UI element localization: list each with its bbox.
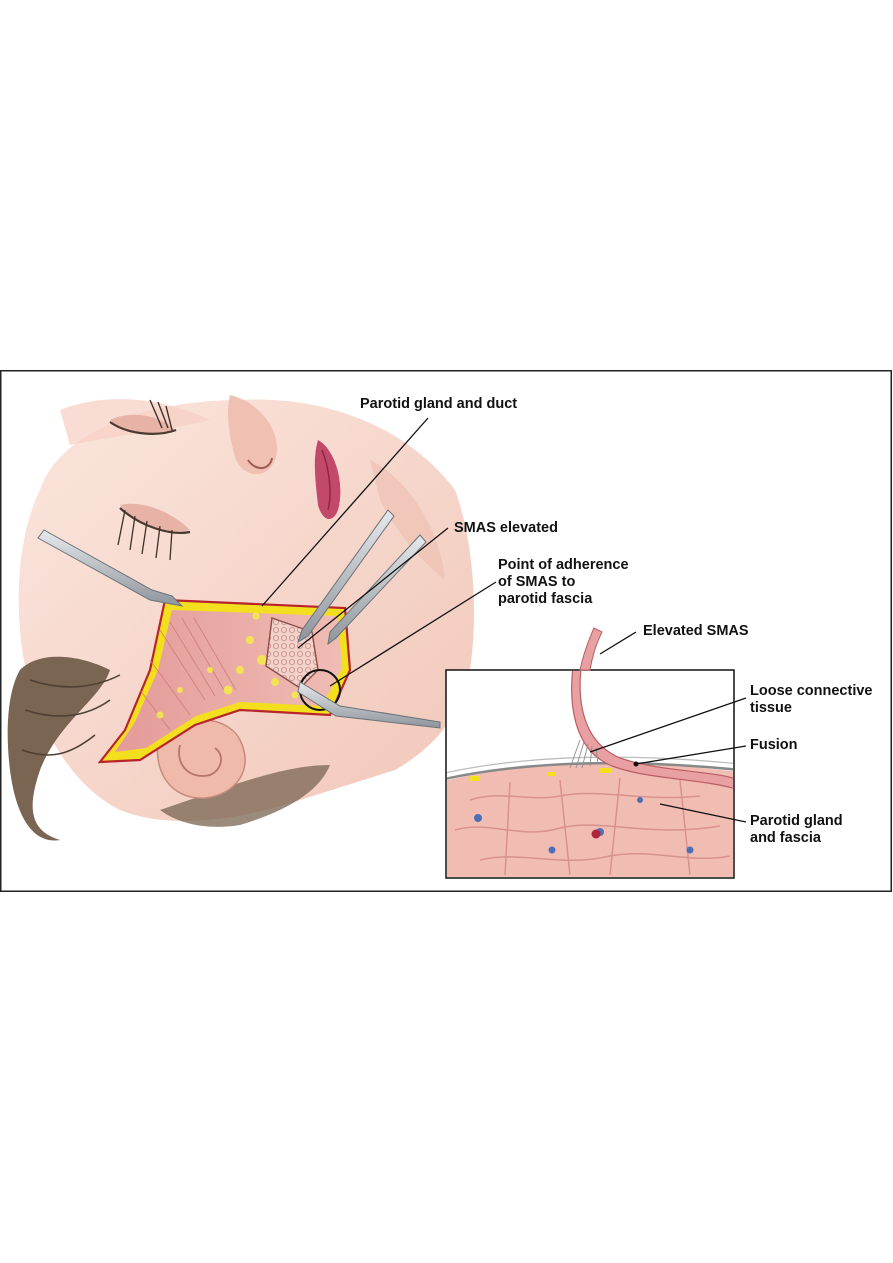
label-point-of-adherence: Point of adherence of SMAS to parotid fa… — [498, 557, 629, 607]
label-loose-connective-tissue: Loose connective tissue — [750, 683, 873, 716]
label-parotid-gland-fascia: Parotid gland and fascia — [750, 813, 843, 846]
eye-upper — [110, 414, 175, 434]
label-fusion: Fusion — [750, 737, 798, 753]
eye-lower — [120, 503, 190, 532]
leader-lines — [261, 417, 497, 687]
label-elevated-smas: Elevated SMAS — [643, 623, 749, 639]
surgical-illustration: Parotid gland and duct SMAS elevated Poi… — [0, 370, 893, 892]
inset-smas-strip — [571, 671, 733, 789]
inset-panel — [445, 627, 735, 879]
inset-leader-lines — [589, 631, 747, 823]
retractor-upper — [297, 509, 395, 644]
label-parotid-gland-duct: Parotid gland and duct — [360, 396, 518, 412]
ear — [156, 719, 246, 799]
scissors — [297, 681, 441, 729]
instruments — [37, 509, 441, 729]
retractor-right — [327, 534, 427, 646]
lips — [314, 440, 341, 520]
retractor-left — [37, 529, 184, 607]
label-smas-elevated: SMAS elevated — [454, 520, 558, 536]
hair — [7, 656, 111, 841]
nose — [227, 395, 278, 475]
